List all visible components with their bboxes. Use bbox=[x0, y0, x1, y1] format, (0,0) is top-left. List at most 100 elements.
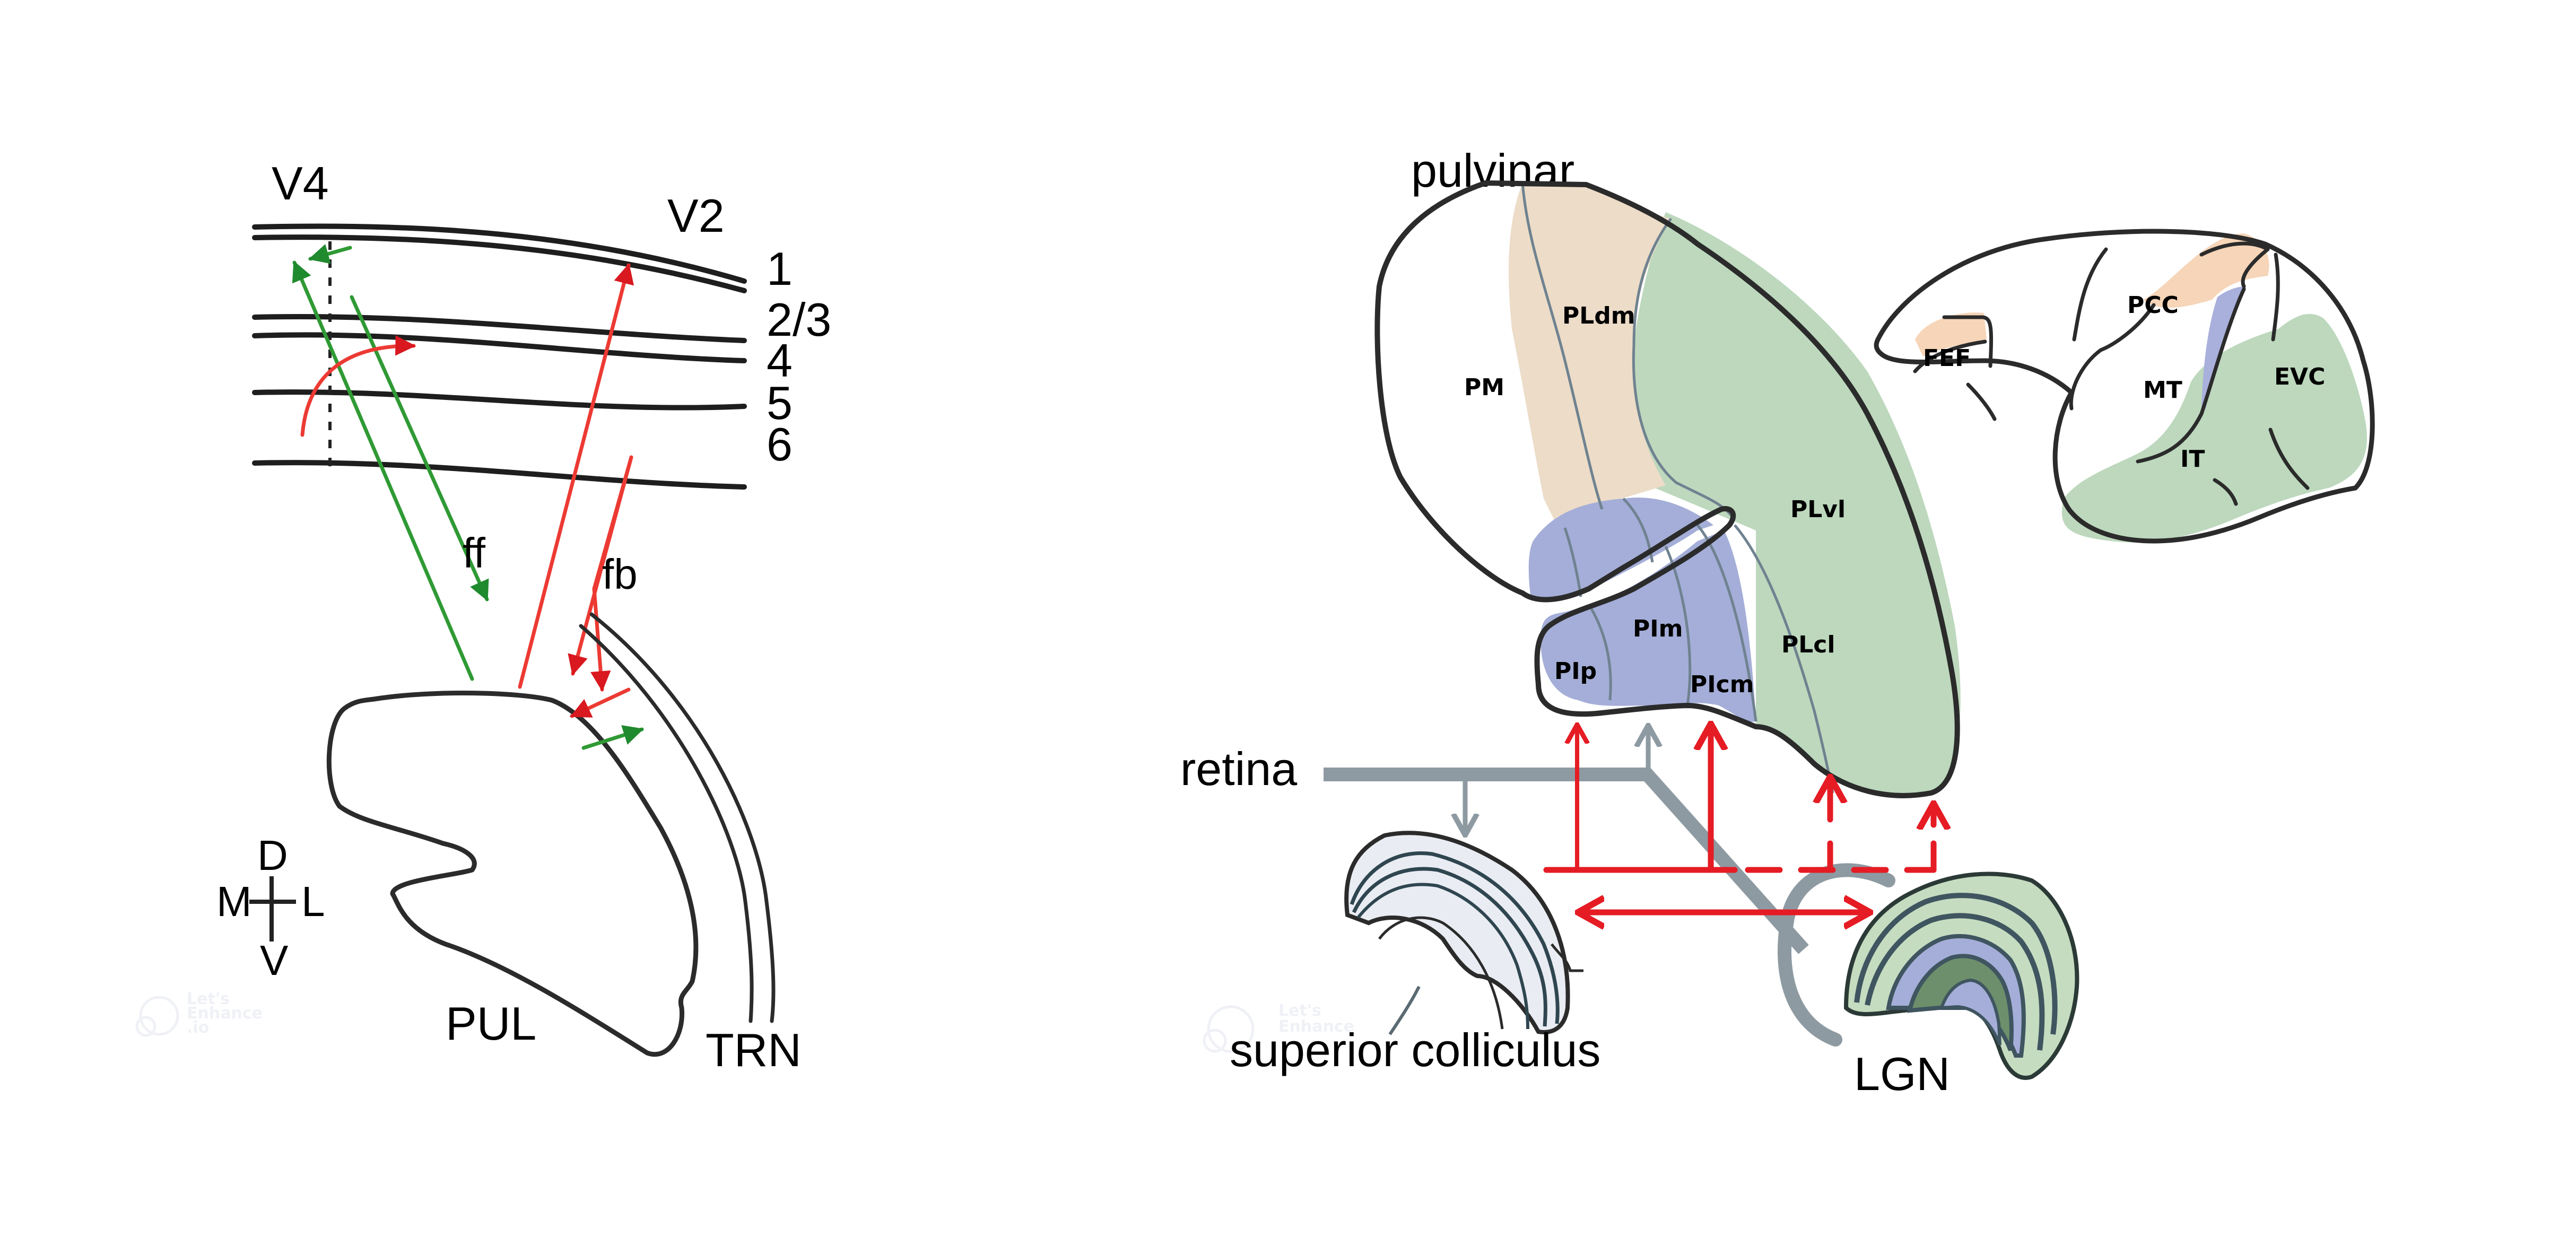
lgn-layer-inner bbox=[1939, 978, 2001, 1046]
svg-text:.io: .io bbox=[187, 1018, 209, 1037]
watermark-left: Let's Enhance .io bbox=[135, 990, 263, 1037]
pulvinar-regions bbox=[1509, 183, 1961, 796]
compass-ventral: V bbox=[260, 937, 289, 984]
sc-layer bbox=[1352, 867, 1547, 1027]
label-pm: PM bbox=[1464, 374, 1504, 401]
cortex-brain: FEF PCC MT EVC IT bbox=[1874, 229, 2375, 544]
region-fef bbox=[1915, 312, 1987, 356]
lgn-layer bbox=[1865, 913, 2045, 1051]
pulvinar-outline-right bbox=[1374, 180, 1960, 798]
trn-arc-inner bbox=[579, 624, 754, 1023]
boundary-pldm-plvl bbox=[1632, 217, 1736, 521]
ff-arrow-v2-l4-to-pul bbox=[350, 295, 489, 602]
label-pldm: PLdm bbox=[1562, 302, 1635, 329]
sc-layer bbox=[1356, 883, 1529, 1030]
boundary-pip-pim bbox=[1590, 608, 1612, 701]
orientation-compass: D V M L bbox=[216, 832, 325, 984]
region-plvl-plcl bbox=[1630, 212, 1961, 796]
boundary-pi-upper-2 bbox=[1622, 498, 1654, 563]
label-plvl: PLvl bbox=[1790, 496, 1846, 523]
label-plcl: PLcl bbox=[1781, 631, 1835, 658]
pulvinar-outline bbox=[326, 691, 699, 1057]
layer-boundary bbox=[252, 460, 747, 490]
layer-label: 4 bbox=[767, 334, 793, 387]
svg-text:Let's: Let's bbox=[187, 990, 230, 1008]
compass-dorsal: D bbox=[257, 832, 288, 879]
label-pip: PIp bbox=[1554, 658, 1597, 685]
sulcus bbox=[2072, 247, 2108, 342]
label-fef: FEF bbox=[1923, 345, 1971, 372]
trn-arc-outer bbox=[589, 612, 776, 1023]
pulvinar-subdivision-labels: PM PLdm PLvl PIm PIp PIcm PLcl bbox=[1464, 302, 1846, 698]
sulcus-occipital bbox=[2268, 428, 2310, 490]
brain-outline bbox=[1874, 229, 2375, 544]
sc-layer bbox=[1350, 851, 1560, 1024]
region-mt bbox=[2201, 286, 2245, 408]
region-pcc bbox=[2143, 233, 2269, 308]
label-pim: PIm bbox=[1633, 615, 1683, 642]
boundary-pm-pldm bbox=[1521, 182, 1604, 510]
pul-to-trn-arrow bbox=[581, 725, 644, 750]
cortical-layers bbox=[252, 223, 747, 490]
input-label-lgn: LGN bbox=[1854, 1048, 1950, 1100]
svg-text:Enhance: Enhance bbox=[1278, 1017, 1354, 1036]
region-pi-lower bbox=[1541, 530, 1756, 722]
layer-label: 2/3 bbox=[767, 293, 831, 346]
watermark-right: Let's Enhance bbox=[1203, 1001, 1354, 1053]
layer-label: 5 bbox=[767, 377, 793, 429]
label-it: IT bbox=[2180, 446, 2205, 473]
layer-label: 1 bbox=[767, 242, 793, 295]
ff-arrow-v2-l23-to-v4 bbox=[308, 244, 352, 264]
fb-arrow-v4-l5-to-v2-l1 bbox=[300, 335, 416, 437]
input-label-retina: retina bbox=[1180, 743, 1297, 795]
nucleus-label-pul: PUL bbox=[446, 997, 536, 1050]
retina-projections: retina bbox=[1180, 727, 1934, 1047]
trn-to-pul-arrow bbox=[570, 687, 631, 718]
layer-boundary bbox=[252, 389, 747, 411]
sulcus-ips bbox=[2069, 303, 2156, 411]
layer-boundary bbox=[252, 234, 747, 293]
sulcus bbox=[2271, 252, 2280, 342]
sc-layer bbox=[1378, 916, 1504, 1030]
region-pldm bbox=[1509, 183, 1671, 530]
layer-label: 6 bbox=[767, 418, 793, 470]
region-pi-upper bbox=[1528, 498, 1713, 598]
sulcus-fef-arcuate bbox=[1942, 315, 1994, 368]
fb-arrow-pul-to-v2-l1 bbox=[518, 263, 634, 689]
pathway-label-ff: ff bbox=[463, 529, 486, 577]
svg-text:Let's: Let's bbox=[1278, 1001, 1321, 1020]
layer-boundary bbox=[252, 223, 747, 284]
fb-arrow-v2-l6-to-trn bbox=[590, 455, 633, 692]
svg-text:Enhance: Enhance bbox=[187, 1004, 263, 1023]
sulcus-principal bbox=[1913, 339, 1987, 373]
feedback-arrows bbox=[300, 263, 634, 692]
lgn: LGN bbox=[1843, 871, 2079, 1100]
layer-labels: 1 2/3 4 5 6 bbox=[767, 242, 831, 470]
sulcus-it bbox=[2213, 478, 2238, 506]
superior-colliculus: superior colliculus bbox=[1230, 831, 1600, 1076]
pathway-label-fb: fb bbox=[602, 551, 638, 598]
left-panel-cortical-circuit: V4 V2 1 2/3 4 5 6 bbox=[216, 157, 831, 1076]
sulcus-lateral bbox=[1966, 382, 1997, 421]
region-evc-it bbox=[2061, 313, 2367, 543]
area-label-v4: V4 bbox=[272, 157, 329, 210]
feedforward-arrows bbox=[292, 244, 489, 681]
label-pcc: PCC bbox=[2127, 292, 2179, 319]
retinal-tract bbox=[1324, 768, 1809, 954]
area-label-v2: V2 bbox=[667, 189, 725, 242]
sulcus-lunate bbox=[2199, 241, 2270, 289]
ff-arrow-pul-to-v4-l23 bbox=[292, 260, 474, 681]
lgn-layer bbox=[1854, 893, 2058, 1035]
right-panel-pulvinar-map: pulvinar PM PLd bbox=[1180, 144, 2375, 1100]
label-mt: MT bbox=[2143, 377, 2182, 404]
layer-boundary bbox=[252, 332, 747, 363]
sulcus-sts bbox=[2136, 287, 2246, 464]
sc-fiber bbox=[1551, 943, 1583, 972]
layer-boundary bbox=[252, 313, 747, 343]
compass-lateral: L bbox=[301, 878, 325, 925]
nucleus-label-trn: TRN bbox=[706, 1024, 802, 1076]
label-evc: EVC bbox=[2274, 363, 2325, 390]
label-picm: PIcm bbox=[1690, 671, 1754, 698]
compass-medial: M bbox=[216, 878, 252, 925]
